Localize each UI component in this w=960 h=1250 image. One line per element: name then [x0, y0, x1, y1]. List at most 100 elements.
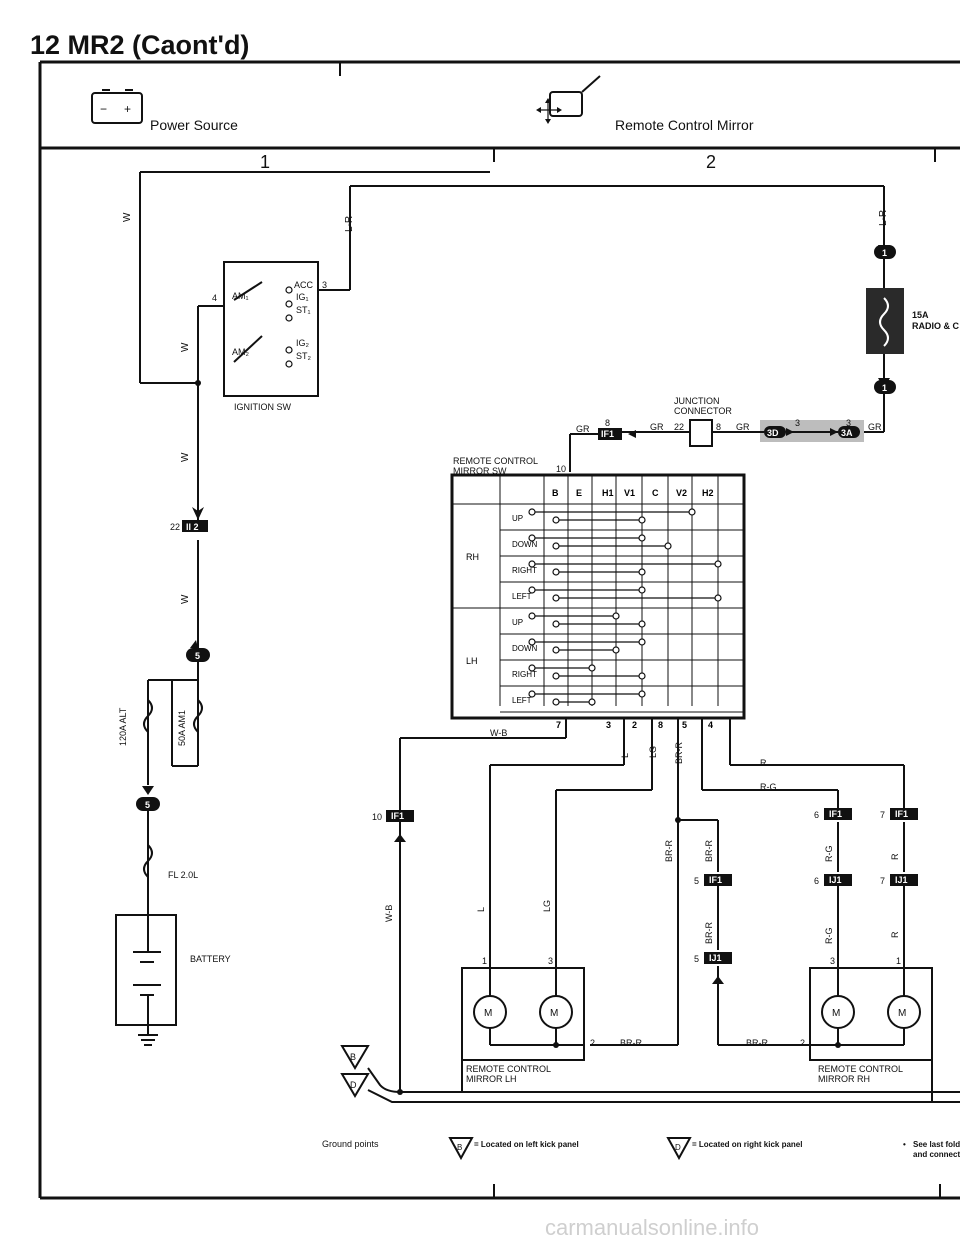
wire-l-1: L — [620, 753, 630, 758]
ig-am1: AM₁ — [232, 291, 249, 301]
junction-connector-label-1: JUNCTION — [674, 396, 720, 406]
column-2-label: 2 — [706, 152, 716, 172]
svg-text:D: D — [675, 1143, 681, 1152]
switch-group-lh: LH — [466, 656, 478, 666]
wire-lg-1: LG — [648, 746, 658, 758]
connector-1-bottom: 1 — [882, 383, 887, 393]
junction-connector-label-2: CONNECTOR — [674, 406, 732, 416]
svg-text:IJ1: IJ1 — [895, 875, 908, 885]
mirror-rh — [809, 967, 933, 1061]
page-title: 12 MR2 (Caont'd) — [30, 30, 250, 60]
wire-wb-2: W-B — [384, 905, 394, 922]
switch-col-1: E — [576, 488, 582, 498]
switch-col-3: V1 — [624, 488, 635, 498]
connector-if1-lh: IF1 10 — [372, 810, 414, 842]
note-bullet: • — [903, 1140, 906, 1149]
switch-row-5: DOWN — [512, 644, 538, 653]
connector-1-top: 1 — [882, 248, 887, 258]
svg-text:IF1: IF1 — [391, 811, 404, 821]
mirror-rh-label-1: REMOTE CONTROL — [818, 1064, 903, 1074]
switch-pin-5: 5 — [682, 720, 687, 730]
mirror-icon — [536, 75, 601, 124]
connector-pin-8b: 8 — [716, 422, 721, 432]
wire-w-3: W — [180, 452, 191, 462]
switch-row-1: DOWN — [512, 540, 538, 549]
connector-ii2: II 2 — [186, 522, 199, 532]
switch-group-rh: RH — [466, 552, 479, 562]
connector-pin-3b: 3 — [846, 418, 851, 428]
fuse-15a-amp: 15A — [912, 310, 929, 320]
wire-rg-1: R-G — [760, 782, 777, 792]
wire-brr-1: BR-R — [674, 742, 684, 764]
mirror-rh-label-2: MIRROR RH — [818, 1074, 870, 1084]
switch-output-wiring — [399, 718, 905, 1090]
wire-r-2: R — [890, 853, 900, 860]
connector-3d: 3D — [767, 428, 779, 438]
connector-ij1-7: IJ1 7 — [880, 874, 918, 886]
mirror-lh-pin1: 1 — [482, 956, 487, 966]
svg-text:6: 6 — [814, 810, 819, 820]
wire-gr-4: GR — [868, 422, 882, 432]
ig-ig1: IG₁ — [296, 292, 309, 302]
svg-text:IF1: IF1 — [895, 809, 908, 819]
mirror-sw-label-1: REMOTE CONTROL — [453, 456, 538, 466]
svg-text:10: 10 — [372, 812, 382, 822]
connector-5-top: 5 — [195, 651, 200, 661]
svg-text:7: 7 — [880, 810, 885, 820]
connector-pin-8: 8 — [605, 418, 610, 428]
svg-text:−: − — [100, 102, 107, 116]
svg-text:B: B — [350, 1052, 356, 1062]
ignition-switch — [223, 261, 319, 397]
switch-row-4: UP — [512, 618, 523, 627]
wire-l-2: L — [476, 907, 486, 912]
wire-gr-1: GR — [576, 424, 590, 434]
ig-am2: AM₂ — [232, 347, 250, 357]
mirror-lh — [461, 967, 585, 1061]
switch-pin-2: 2 — [632, 720, 637, 730]
ground-lines — [367, 1060, 960, 1103]
fuse-15a-name: RADIO & C — [912, 321, 960, 331]
mirror-rh-pin1: 1 — [896, 956, 901, 966]
svg-text:IJ1: IJ1 — [829, 875, 842, 885]
svg-text:6: 6 — [814, 876, 819, 886]
junction-chain: 3D 3A IF1 — [569, 419, 864, 472]
switch-row-7: LEFT — [512, 696, 532, 705]
connector-ifl1-gr: IF1 — [601, 429, 614, 439]
connector-5-bottom: 5 — [145, 800, 150, 810]
motor-rh-1: M — [832, 1008, 840, 1019]
switch-pin-3: 3 — [606, 720, 611, 730]
battery-symbol — [115, 914, 177, 1046]
motor-rh-2: M — [898, 1008, 906, 1019]
svg-text:D: D — [350, 1080, 357, 1090]
connector-if1-7: IF1 7 — [880, 808, 918, 820]
connector-if1-5: IF1 5 — [694, 874, 732, 886]
wire-brr-4: BR-R — [704, 922, 714, 944]
connector-if1-6: IF1 6 — [814, 808, 852, 820]
ig-st1: ST₁ — [296, 305, 311, 315]
wire-r-1: R — [760, 758, 767, 768]
switch-col-2: H1 — [602, 488, 614, 498]
legend-d-symbol: D — [666, 1137, 692, 1161]
svg-text:IF1: IF1 — [829, 809, 842, 819]
wire-gr-2: GR — [650, 422, 664, 432]
ground-points-label: Ground points — [322, 1139, 379, 1149]
mirror-lh-label-1: REMOTE CONTROL — [466, 1064, 551, 1074]
wire-rg-3: R-G — [824, 928, 834, 945]
wire-lg-2: LG — [542, 900, 552, 912]
svg-text:IJ1: IJ1 — [709, 953, 722, 963]
connector-ij1-6: IJ1 6 — [814, 874, 852, 886]
motor-lh-2: M — [550, 1008, 558, 1019]
wire-w-1: W — [122, 212, 133, 222]
connector-ii2-pin: 22 — [170, 522, 180, 532]
wire-w-4: W — [180, 594, 191, 604]
wire-brr-2: BR-R — [664, 840, 674, 862]
svg-text:7: 7 — [880, 876, 885, 886]
ground-b-symbol: B — [340, 1045, 370, 1070]
fuse-fl-symbol — [143, 844, 153, 878]
svg-text:+: + — [124, 102, 131, 116]
wire-lr-2: L-R — [878, 210, 889, 226]
column-1-label: 1 — [260, 152, 270, 172]
watermark: carmanualsonline.info — [545, 1215, 760, 1240]
